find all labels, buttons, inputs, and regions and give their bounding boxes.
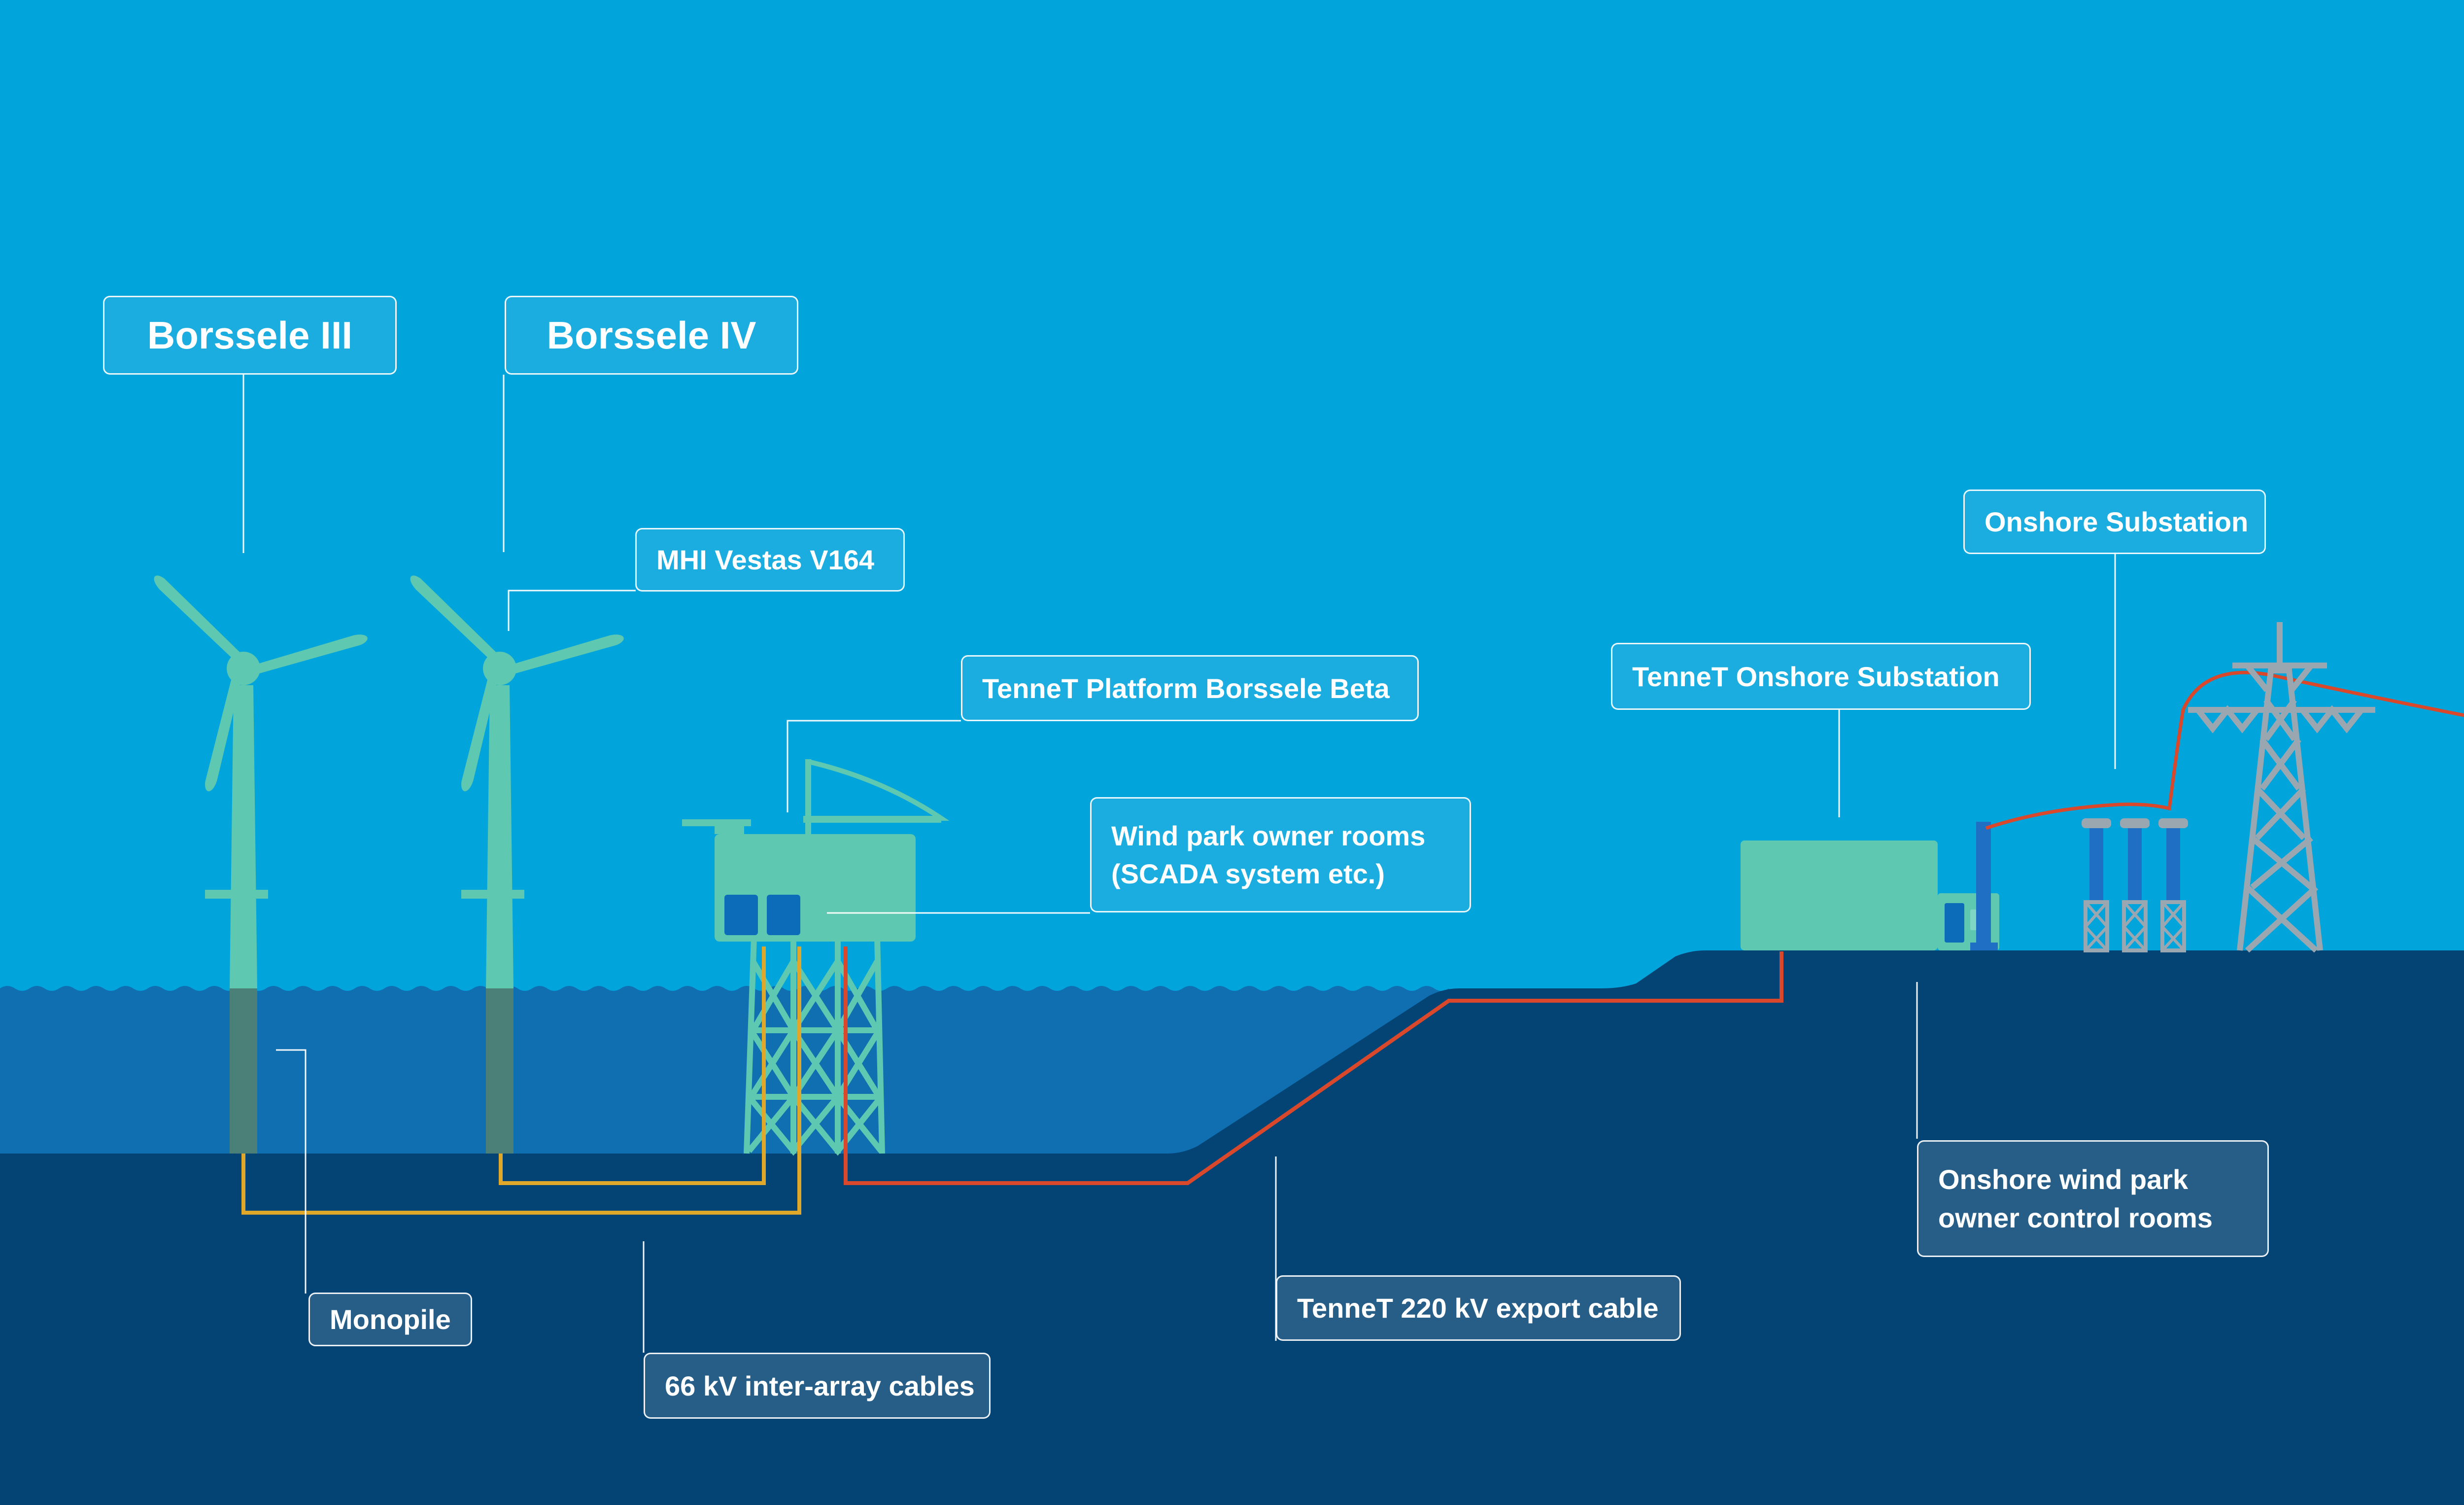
owner-rooms-line-2: (SCADA system etc.) (1111, 858, 1385, 889)
transmission-pylon (2188, 622, 2375, 953)
label-export-cable: TenneT 220 kV export cable (1276, 1275, 1681, 1341)
export-cable-path (844, 946, 1783, 1185)
platform-topside (682, 759, 950, 942)
onshore-substation-building (1741, 822, 1999, 950)
inter-array-cables (241, 946, 801, 1215)
label-tennet-platform: TenneT Platform Borssele Beta (961, 655, 1419, 721)
sea-water (0, 986, 1449, 1183)
label-inter-array-cables: 66 kV inter-array cables (644, 1353, 991, 1419)
turbine-borssele-iv (410, 575, 625, 988)
seabed-and-land (0, 950, 2464, 1505)
turbine-borssele-iii (154, 575, 369, 988)
platform-window (767, 895, 800, 935)
onshore-control-line-1: Onshore wind park (1938, 1164, 2189, 1195)
onshore-substation-switchgear (2082, 818, 2188, 952)
overhead-line (1985, 670, 2464, 830)
label-turbine-model: MHI Vestas V164 (635, 528, 905, 592)
label-tennet-onshore-substation: TenneT Onshore Substation (1611, 643, 2031, 710)
platform-jacket (744, 936, 885, 1156)
label-wind-park-owner-rooms: Wind park owner rooms (SCADA system etc.… (1090, 797, 1471, 912)
onshore-control-line-2: owner control rooms (1938, 1202, 2213, 1233)
owner-rooms-line-1: Wind park owner rooms (1111, 820, 1426, 851)
label-borssele-iii: Borssele III (103, 296, 397, 375)
platform-window (724, 895, 758, 935)
label-borssele-iv: Borssele IV (505, 296, 798, 375)
label-monopile: Monopile (308, 1293, 472, 1346)
monopile-borssele-iii (230, 986, 257, 1154)
label-onshore-control-rooms: Onshore wind park owner control rooms (1917, 1140, 2269, 1257)
label-onshore-substation: Onshore Substation (1963, 490, 2266, 554)
monopile-borssele-iv (486, 986, 513, 1154)
